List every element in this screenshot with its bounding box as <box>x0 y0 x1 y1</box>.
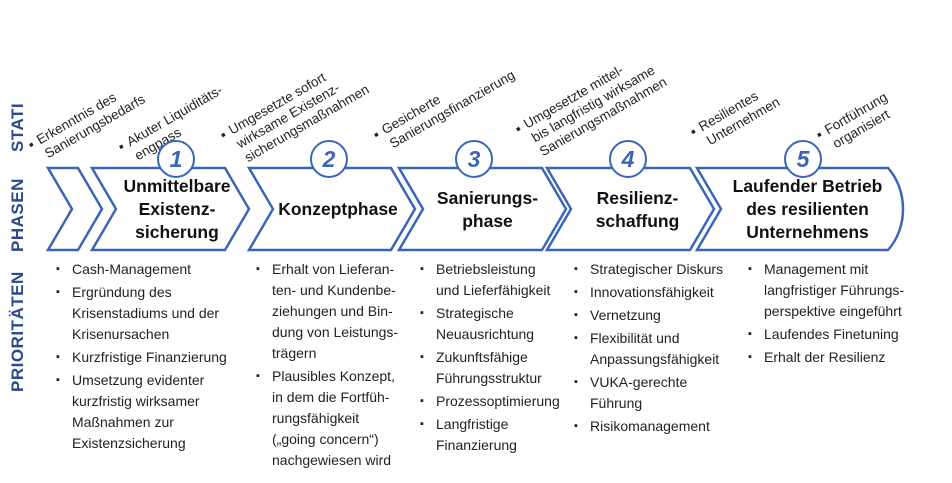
phase-title-4: Resilienz-schaffung <box>595 188 680 231</box>
list-item: Erhalt von Lieferan-ten- und Kundenbe-zi… <box>256 259 416 364</box>
list-item: Laufendes Finetuning <box>748 324 948 345</box>
list-item: Prozessoptimierung <box>420 391 580 412</box>
list-item: Plausibles Konzept,in dem die Fortfüh-ru… <box>256 366 416 471</box>
chevron-4 <box>544 166 716 252</box>
chevron-1 <box>89 166 251 252</box>
priorities-phase-4: Strategischer Diskurs Innovationsfähigke… <box>574 259 744 439</box>
phase-title-3: Sanierungs-phase <box>436 188 539 231</box>
phase-number-2: 2 <box>310 140 348 178</box>
chevron-3 <box>396 166 568 252</box>
phase-number-3: 3 <box>455 140 493 178</box>
phase-number-5: 5 <box>784 140 822 178</box>
list-item: Innovationsfähigkeit <box>574 282 744 303</box>
chevron-2 <box>246 166 417 252</box>
chevron-5 <box>694 166 905 252</box>
list-item: Vernetzung <box>574 305 744 326</box>
list-item: Risikomanagement <box>574 416 744 437</box>
phase-number-4: 4 <box>609 140 647 178</box>
phase-title-2: Konzeptphase <box>278 199 398 219</box>
list-item: Strategischer Diskurs <box>574 259 744 280</box>
list-item: Erhalt der Resilienz <box>748 347 948 368</box>
priorities-phase-2: Erhalt von Lieferan-ten- und Kundenbe-zi… <box>256 259 416 473</box>
start-chevron <box>45 166 104 252</box>
priorities-phase-1: Cash-Management Ergründung desKrisenstad… <box>56 259 246 456</box>
list-item: Cash-Management <box>56 259 246 280</box>
list-item: Kurzfristige Finanzierung <box>56 347 246 368</box>
phase-number-1: 1 <box>157 140 195 178</box>
